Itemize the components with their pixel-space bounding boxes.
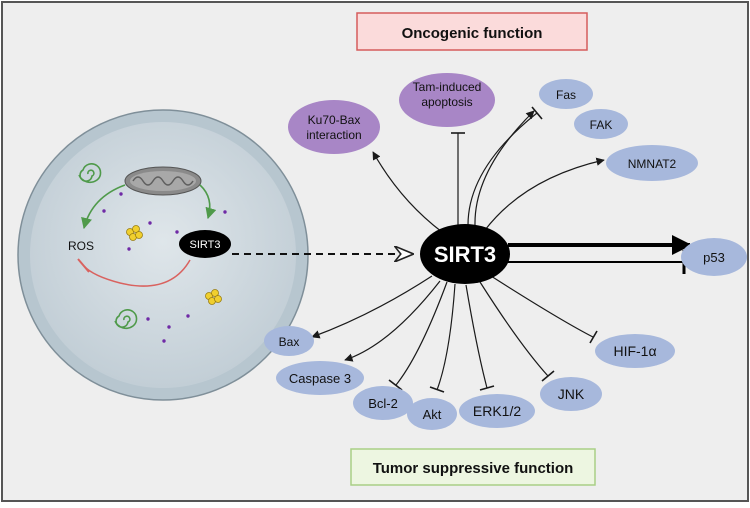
spiral-icon [78,163,102,184]
hub-to-fak-arrow [474,110,535,226]
node-fak: FAK [574,109,628,139]
spiral-icon [114,309,138,330]
node-ku70-bax: Ku70-Bax interaction [288,100,380,154]
node-bax: Bax [264,326,314,356]
hub-to-nmnat2-arrow [484,157,605,231]
hub-inhibits-fas-line [467,112,538,226]
oncogenic-function-label: Oncogenic function [402,25,543,42]
fas-inhibition-bar [531,106,543,120]
cell-sirt3-node [179,230,231,258]
node-p53: p53 [681,238,747,276]
node-jnk: JNK [540,377,602,411]
tumor-suppressive-function-box: Tumor suppressive function [350,448,596,486]
hub-inhibits-jnk-line [479,281,549,377]
node-akt: Akt [407,398,457,430]
hub-inhibits-erk-line [465,284,488,389]
hub-to-bax-arrow [311,275,433,339]
node-fas: Fas [539,79,593,109]
akt-inhibition-bar [429,386,445,393]
fas-label: Fas [556,88,576,102]
node-bcl2: Bcl-2 [353,386,413,420]
hub-to-caspase3-arrow [344,280,441,362]
bcl2-label: Bcl-2 [368,396,398,411]
akt-label: Akt [423,407,442,422]
mitochondrion-icon [124,166,202,196]
inhibition-bars [388,106,598,393]
yellow-cluster-icon [126,225,143,241]
hub-inhibits-bcl2-line [395,281,448,386]
caspase3-label: Caspase 3 [289,371,351,386]
oncogenic-function-box: Oncogenic function [356,12,588,51]
erk-inhibition-bar [479,385,495,391]
mito-to-sirt3-arrow [199,184,217,220]
node-erk1-2: ERK1/2 [459,394,535,428]
node-nmnat2: NMNAT2 [606,145,698,181]
bax-label: Bax [279,335,300,349]
ros-inhibition-bar [77,258,90,273]
tumor-suppressive-function-label: Tumor suppressive function [373,460,574,477]
jnk-inhibition-bar [541,370,555,382]
hub-inhibits-akt-line [436,283,456,391]
ku70-line2: interaction [306,128,361,142]
hub-connectors [311,110,605,391]
jnk-label: JNK [558,386,585,402]
node-hif1a: HIF-1α [595,334,675,368]
fak-label: FAK [590,118,613,132]
hub-to-ku70-arrow [372,151,443,233]
bcl2-inhibition-bar [388,379,403,391]
yellow-cluster-icon [205,289,222,305]
hub-sirt3-label: SIRT3 [434,242,496,267]
erk-label: ERK1/2 [473,403,521,419]
hub-sirt3-node: SIRT3 [420,224,510,284]
purple-dots [102,192,227,343]
cell-sirt3-label: SIRT3 [190,239,221,251]
ku70-line1: Ku70-Bax [308,113,361,127]
sirt3-inhibits-ros-line [83,259,191,287]
cell: ROS SIRT3 [17,109,309,401]
tam-line1: Tam-induced [413,80,482,94]
node-tam-induced-apoptosis: Tam-induced apoptosis [399,73,495,127]
tam-line2: apoptosis [421,95,472,109]
hif1a-inhibition-bar [589,330,598,344]
hif1a-label: HIF-1α [613,343,656,359]
p53-label: p53 [703,250,725,265]
node-caspase3: Caspase 3 [276,361,364,395]
mito-to-ros-arrow [81,184,126,230]
ros-label: ROS [68,239,94,253]
hub-inhibits-hif1a-line [490,275,594,338]
cell-interior [30,122,296,388]
nmnat2-label: NMNAT2 [628,157,677,171]
